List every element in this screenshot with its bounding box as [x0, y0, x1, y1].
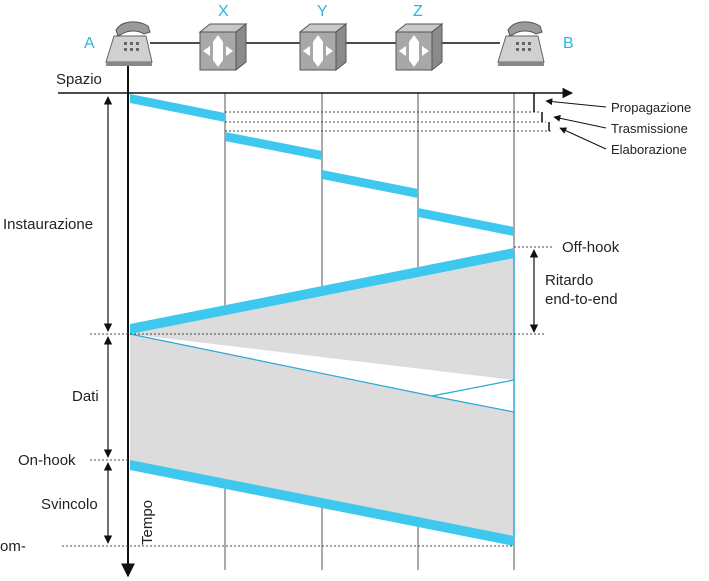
node-label-a: A [84, 35, 95, 52]
setup-bar-a-x [130, 94, 225, 122]
end-to-end-delay-label-line2: end-to-end [545, 291, 618, 308]
data-boundary-lower [431, 395, 515, 413]
transmission-leader [553, 114, 607, 129]
setup-phase-label: Instaurazione [3, 216, 93, 233]
node-label-y: Y [317, 3, 328, 20]
off-hook-label: Off-hook [562, 239, 620, 256]
propagation-label: Propagazione [611, 100, 691, 115]
processing-leader [559, 127, 607, 150]
cut-off-label: om- [0, 538, 26, 555]
switch-x-icon [198, 22, 248, 72]
space-axis-label: Spazio [56, 71, 102, 88]
data-boundary-upper [129, 333, 433, 397]
switch-y-icon [298, 22, 348, 72]
processing-label: Elaborazione [611, 142, 687, 157]
node-label-x: X [218, 3, 229, 20]
telephone-a-icon [105, 21, 153, 66]
setup-bar-x-y [225, 132, 322, 160]
telephone-b-icon [497, 21, 545, 66]
data-phase-label: Dati [72, 388, 99, 405]
data-region [130, 254, 514, 540]
node-label-b: B [563, 35, 574, 52]
propagation-leader [545, 98, 607, 108]
setup-bar-z-b [418, 208, 514, 236]
setup-bar-y-z [322, 170, 418, 198]
teardown-phase-label: Svincolo [41, 496, 98, 513]
end-to-end-delay-label-line1: Ritardo [545, 272, 593, 289]
time-axis-label: Tempo [139, 500, 156, 545]
data-boundary-return [431, 379, 515, 397]
transmission-label: Trasmissione [611, 121, 688, 136]
teardown-bar-a-b [130, 460, 514, 546]
confirm-bar-b-a [130, 248, 514, 334]
switch-z-icon [394, 22, 444, 72]
on-hook-label: On-hook [18, 452, 76, 469]
node-label-z: Z [413, 3, 423, 20]
